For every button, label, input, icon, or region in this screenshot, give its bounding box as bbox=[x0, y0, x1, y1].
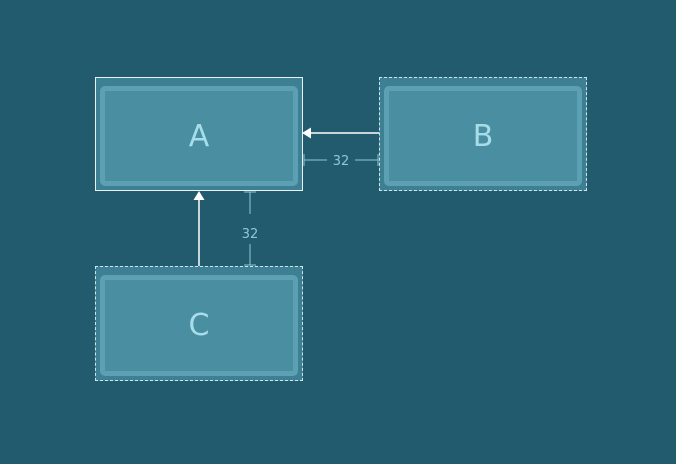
horizontal-gap-indicator: 32 bbox=[303, 154, 379, 169]
node-b-inner bbox=[384, 86, 582, 186]
arrow-c-to-a bbox=[193, 191, 205, 266]
vertical-gap-indicator: 32 bbox=[242, 191, 259, 266]
vertical-gap-label: 32 bbox=[242, 227, 259, 242]
horizontal-gap-label: 32 bbox=[333, 154, 350, 169]
node-a-inner bbox=[100, 86, 298, 186]
node-c-label: C bbox=[188, 308, 210, 343]
node-a[interactable]: A bbox=[95, 77, 303, 191]
node-a-label: A bbox=[188, 118, 210, 154]
node-c-inner bbox=[100, 275, 298, 376]
node-c[interactable]: C bbox=[95, 266, 303, 381]
node-b-label: B bbox=[472, 118, 494, 154]
node-b[interactable]: B bbox=[379, 77, 587, 191]
arrow-b-to-a bbox=[302, 127, 379, 139]
